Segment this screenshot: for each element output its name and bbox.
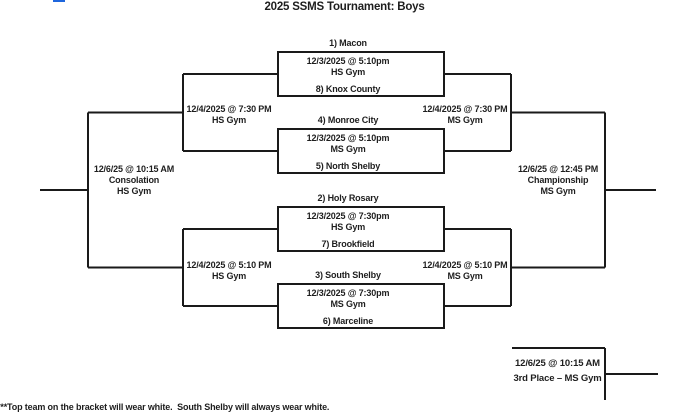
game3-top-team: 2) Holy Rosary [317, 193, 379, 203]
game2-datetime: 12/3/2025 @ 5:10pm [306, 133, 390, 143]
semifinal-right-bottom-datetime: 12/4/2025 @ 5:10 PM [422, 260, 508, 270]
consolation-title: Consolation [108, 175, 160, 185]
game1-datetime: 12/3/2025 @ 5:10pm [306, 56, 390, 66]
semifinal-left-bottom-datetime: 12/4/2025 @ 5:10 PM [186, 260, 272, 270]
third-place-datetime: 12/6/25 @ 10:15 AM [515, 358, 600, 369]
championship-datetime: 12/6/25 @ 12:45 PM [517, 164, 599, 174]
uniform-footnote: ***Top team on the bracket will wear whi… [0, 402, 330, 412]
consolation-venue: HS Gym [116, 186, 152, 196]
game2-info: 12/3/2025 @ 5:10pm MS Gym [278, 133, 418, 155]
game4-datetime: 12/3/2025 @ 7:30pm [306, 288, 390, 298]
game1-info: 12/3/2025 @ 5:10pm HS Gym [278, 56, 418, 78]
game4-top-team: 3) South Shelby [315, 270, 381, 280]
championship-title: Championship [527, 175, 589, 185]
game4-venue: MS Gym [330, 299, 366, 309]
semifinal-left-top-datetime: 12/4/2025 @ 7:30 PM [186, 104, 272, 114]
game4-info: 12/3/2025 @ 7:30pm MS Gym [278, 288, 418, 310]
semifinal-left-bottom-venue: HS Gym [211, 271, 247, 281]
game3-datetime: 12/3/2025 @ 7:30pm [306, 211, 390, 221]
game3-info: 12/3/2025 @ 7:30pm HS Gym [278, 211, 418, 233]
game1-venue: HS Gym [330, 67, 366, 77]
championship-label: 12/6/25 @ 12:45 PM Championship MS Gym [511, 164, 605, 197]
game2-venue: MS Gym [330, 144, 366, 154]
game4-bottom-team: 6) Marceline [322, 316, 374, 326]
consolation-label: 12/6/25 @ 10:15 AM Consolation HS Gym [88, 164, 180, 197]
page-title: 2025 SSMS Tournament: Boys [264, 1, 425, 13]
game2-top-team: 4) Monroe City [317, 115, 379, 125]
consolation-datetime: 12/6/25 @ 10:15 AM [93, 164, 175, 174]
semifinal-left-top-venue: HS Gym [211, 115, 247, 125]
championship-venue: MS Gym [540, 186, 576, 196]
semifinal-right-top-datetime: 12/4/2025 @ 7:30 PM [422, 104, 508, 114]
game3-venue: HS Gym [330, 222, 366, 232]
semifinal-right-bottom-venue: MS Gym [447, 271, 483, 281]
semifinal-right-bottom-label: 12/4/2025 @ 5:10 PM MS Gym [418, 260, 512, 282]
third-place-title: 3rd Place – MS Gym [513, 373, 602, 384]
semifinal-right-top-label: 12/4/2025 @ 7:30 PM MS Gym [418, 104, 512, 126]
page-edge-artifact [53, 0, 65, 2]
semifinal-right-top-venue: MS Gym [447, 115, 483, 125]
game2-bottom-team: 5) North Shelby [315, 161, 381, 171]
game1-top-team: 1) Macon [329, 38, 367, 48]
game1-bottom-team: 8) Knox County [315, 84, 381, 94]
semifinal-left-bottom-label: 12/4/2025 @ 5:10 PM HS Gym [183, 260, 275, 282]
third-place-label: 12/6/25 @ 10:15 AM 3rd Place – MS Gym [510, 356, 605, 386]
semifinal-left-top-label: 12/4/2025 @ 7:30 PM HS Gym [183, 104, 275, 126]
game3-bottom-team: 7) Brookfield [321, 239, 375, 249]
